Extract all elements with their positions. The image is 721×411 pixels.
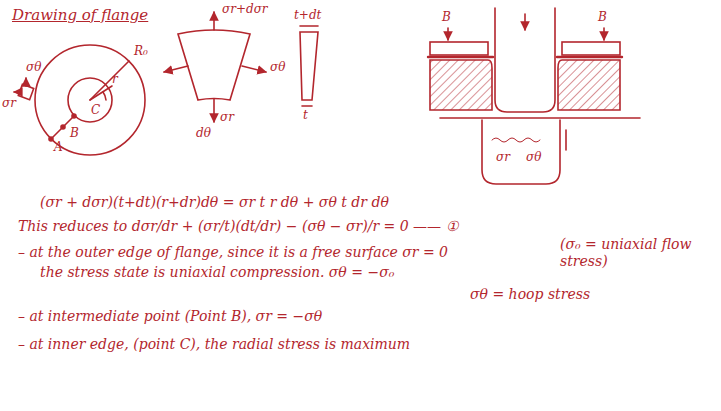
note-text: R₀ [134, 44, 148, 58]
sketch-stroke [440, 117, 640, 119]
sketch-stroke [14, 8, 640, 184]
note-text: (σr + dσr)(t+dt)(r+dr)dθ = σr t r dθ + σ… [40, 194, 389, 211]
sketch-stroke [25, 78, 27, 86]
note-text: This reduces to dσr/dr + (σr/t)(dt/dr) −… [18, 218, 459, 235]
sketch-stroke [495, 8, 555, 112]
note-text: σr+dσr [222, 2, 268, 16]
note-text: the stress state is uniaxial compression… [40, 264, 394, 281]
sketch-stroke [565, 130, 567, 150]
note-text: σr [220, 110, 234, 124]
sketch-stroke [492, 138, 540, 142]
sketch-stroke [430, 60, 492, 110]
sketch-stroke [35, 45, 145, 155]
note-text: σθ [526, 150, 541, 164]
sketch-stroke [302, 105, 312, 107]
sketch-stroke [557, 56, 622, 58]
sketch-stroke [213, 12, 215, 30]
sketch-stroke [428, 56, 493, 58]
note-text: σr [496, 150, 510, 164]
note-text: t [303, 108, 308, 122]
sketch-stroke [72, 114, 76, 118]
sketch-stroke [164, 66, 188, 72]
note-text: A [54, 140, 63, 154]
sketch-stroke [213, 99, 215, 122]
note-text: B [70, 126, 79, 140]
note-text: dθ [196, 126, 211, 140]
note-text: r [112, 72, 118, 86]
sketch-stroke [524, 14, 526, 30]
sketch-stroke [430, 42, 488, 55]
note-text: – at the outer edge of flange, since it … [18, 244, 448, 261]
note-text: B [442, 10, 451, 24]
note-text: σr [2, 96, 16, 110]
sketch-stroke [14, 91, 20, 93]
note-text: – at intermediate point (Point B), σr = … [18, 308, 322, 325]
note-text: σθ [26, 60, 41, 74]
title: Drawing of flange [12, 6, 148, 24]
sketch-stroke [90, 61, 129, 100]
sketch-stroke [178, 30, 250, 100]
sketch-stroke [603, 28, 605, 40]
sketch-stroke [447, 28, 449, 40]
note-text: σθ [270, 60, 285, 74]
note-text: (σ₀ = uniaxial flow stress) [560, 236, 710, 270]
note-text: C [91, 103, 100, 117]
sketch-stroke [300, 25, 318, 27]
sketch-stroke [242, 66, 266, 72]
note-text: σθ = hoop stress [470, 286, 590, 303]
sketch-stroke [103, 92, 106, 100]
note-text: t+dt [294, 8, 321, 22]
note-text: – at inner edge, (point C), the radial s… [18, 336, 410, 353]
sketch-stroke [90, 86, 112, 100]
sketch-stroke [49, 137, 53, 141]
sketch-stroke [482, 120, 560, 184]
sketch-stroke [61, 125, 65, 129]
note-text: B [598, 10, 607, 24]
sketch-stroke [300, 32, 318, 100]
sketch-stroke [562, 42, 620, 55]
sketch-stroke [558, 60, 620, 110]
